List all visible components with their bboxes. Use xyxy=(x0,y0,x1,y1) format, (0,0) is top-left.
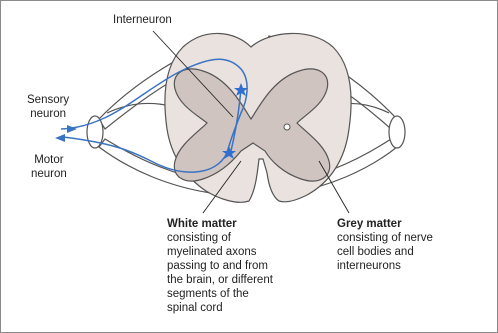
grey-matter-line: consisting of nerve xyxy=(337,231,433,245)
motor-neuron-line: neuron xyxy=(31,167,67,181)
white-matter-title: White matter xyxy=(167,217,273,231)
right-nerve-end xyxy=(389,116,405,148)
sensory-neuron-label: Sensory neuron xyxy=(27,93,69,121)
white-matter-line: myelinated axons xyxy=(167,245,273,259)
white-matter-line: passing to and from xyxy=(167,259,273,273)
white-matter-line: the brain, or different xyxy=(167,273,273,287)
arrow-right-icon xyxy=(67,125,77,133)
white-matter-line: spinal cord xyxy=(167,301,273,315)
motor-neuron-label: Motor neuron xyxy=(31,153,67,181)
arrow-left-icon xyxy=(55,134,65,142)
grey-matter-line: cell bodies and xyxy=(337,245,433,259)
grey-matter-title: Grey matter xyxy=(337,217,433,231)
sensory-neuron-line: neuron xyxy=(27,107,69,121)
interneuron-label: Interneuron xyxy=(113,13,172,27)
motor-neuron-line: Motor xyxy=(31,153,67,167)
grey-matter-label: Grey matter consisting of nerve cell bod… xyxy=(337,217,433,273)
white-matter-line: segments of the xyxy=(167,287,273,301)
sensory-neuron-line: Sensory xyxy=(27,93,69,107)
central-canal xyxy=(284,124,290,130)
white-matter-label: White matter consisting of myelinated ax… xyxy=(167,217,273,315)
grey-matter-line: interneurons xyxy=(337,259,433,273)
white-matter-line: consisting of xyxy=(167,231,273,245)
